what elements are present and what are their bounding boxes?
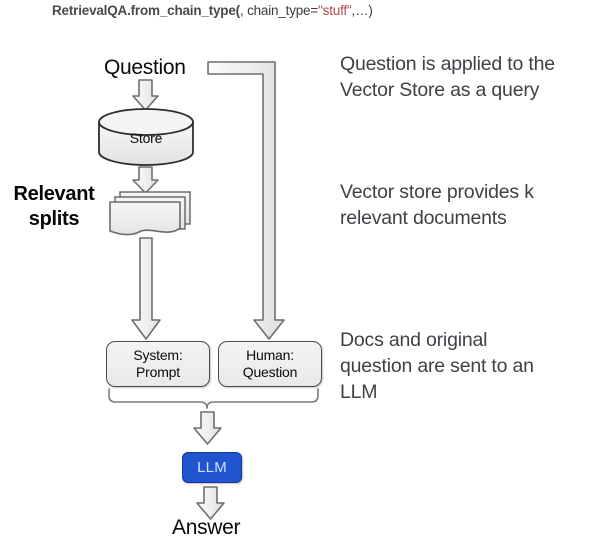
system-prompt-line-2: Prompt <box>136 364 180 380</box>
system-prompt-line-1: System: <box>133 347 183 363</box>
arrow-llm-to-answer <box>196 486 225 520</box>
annotation-2-line-1: Vector store provides k <box>340 181 534 203</box>
human-question-line-1: Human: <box>246 347 294 363</box>
vector-store-node: Store <box>99 110 193 165</box>
arrow-question-to-store <box>132 79 159 111</box>
annotation-question-to-vectorstore: Question is applied to the Vector Store … <box>340 51 608 103</box>
arrow-splits-to-system-prompt <box>131 237 161 340</box>
annotation-3-line-3: LLM <box>340 381 378 403</box>
title-suffix: ,…) <box>351 3 373 18</box>
vector-store-label: Store <box>129 130 163 146</box>
node-label-answer: Answer <box>172 516 241 539</box>
annotation-3-line-1: Docs and original <box>340 329 488 351</box>
annotation-1-line-2: Vector Store as a query <box>340 79 540 101</box>
node-label-relevant-splits: Relevant splits <box>4 182 104 232</box>
annotation-docs-and-question-to-llm: Docs and original question are sent to a… <box>340 327 608 405</box>
system-prompt-box: System: Prompt <box>106 341 210 387</box>
annotation-1-line-1: Question is applied to the <box>340 53 555 75</box>
annotation-vectorstore-returns-docs: Vector store provides k relevant documen… <box>340 179 608 231</box>
title-string-value: "stuff" <box>318 3 352 18</box>
title-middle: , chain_type= <box>239 3 319 18</box>
human-question-line-2: Question <box>242 364 298 380</box>
elbow-block-arrow-icon <box>207 61 285 340</box>
arrow-prompts-to-llm <box>193 411 222 445</box>
node-label-question: Question <box>104 56 186 79</box>
annotation-2-line-2: relevant documents <box>340 207 507 229</box>
title-prefix: RetrievalQA.from_chain_type( <box>52 3 240 18</box>
relevant-splits-line-2: splits <box>28 208 80 230</box>
arrow-store-to-splits <box>132 166 159 194</box>
relevant-splits-line-1: Relevant <box>13 183 95 205</box>
llm-node: LLM <box>182 452 242 483</box>
document-stack-icon <box>109 191 191 236</box>
curly-brace-icon <box>108 388 319 409</box>
human-question-box: Human: Question <box>218 341 322 387</box>
diagram-title: RetrievalQA.from_chain_type(, chain_type… <box>52 3 373 18</box>
annotation-3-line-2: question are sent to an <box>340 355 534 377</box>
